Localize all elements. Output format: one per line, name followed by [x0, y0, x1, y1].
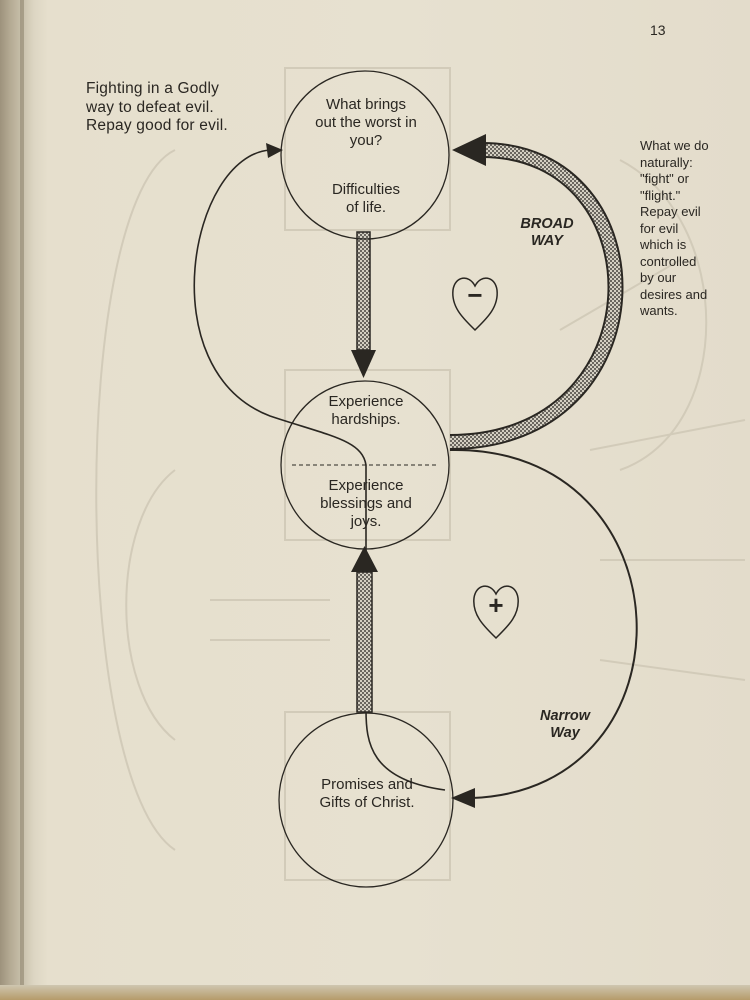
- narrow-way-arrowhead: [451, 788, 475, 808]
- godly-loop-arrow: [193, 149, 446, 791]
- top-circle: [280, 70, 450, 240]
- up-arrow-shaft: [356, 571, 373, 713]
- page-binding-edge: [20, 0, 24, 1000]
- middle-circle-lower-text: Experience blessings and joys.: [320, 477, 412, 530]
- heart-plus-icon: +: [473, 585, 519, 640]
- broad-way-arrowhead: [452, 134, 486, 166]
- godly-way-note: Fighting in a Godly way to defeat evil. …: [86, 80, 228, 135]
- bottom-circle-text: Promises and Gifts of Christ.: [319, 776, 415, 811]
- up-arrow-head: [351, 546, 378, 572]
- page-number: 13: [650, 22, 666, 38]
- heart-minus-symbol: −: [467, 280, 482, 310]
- bleed-through-ghost: [95, 67, 746, 881]
- top-circle-question: What brings out the worst in you?: [315, 96, 417, 149]
- narrow-way-label: Narrow Way: [540, 708, 590, 742]
- bottom-circle: [278, 712, 454, 888]
- heart-plus-symbol: +: [488, 590, 503, 620]
- down-arrow-head: [351, 350, 376, 378]
- top-circle-subtitle: Difficulties of life.: [331, 181, 401, 216]
- page-bottom-edge: [0, 985, 750, 1000]
- narrow-way-arrow: [449, 448, 638, 799]
- godly-loop-arrowhead: [266, 143, 283, 158]
- middle-circle: [280, 380, 450, 550]
- broad-way-arrow: [449, 144, 622, 448]
- middle-circle-upper-text: Experience hardships.: [328, 393, 404, 428]
- heart-minus-icon: −: [452, 277, 498, 332]
- natural-response-note: What we do naturally: "fight" or "flight…: [640, 138, 709, 318]
- broad-way-label: BROAD WAY: [520, 216, 574, 250]
- down-arrow-shaft: [356, 231, 371, 351]
